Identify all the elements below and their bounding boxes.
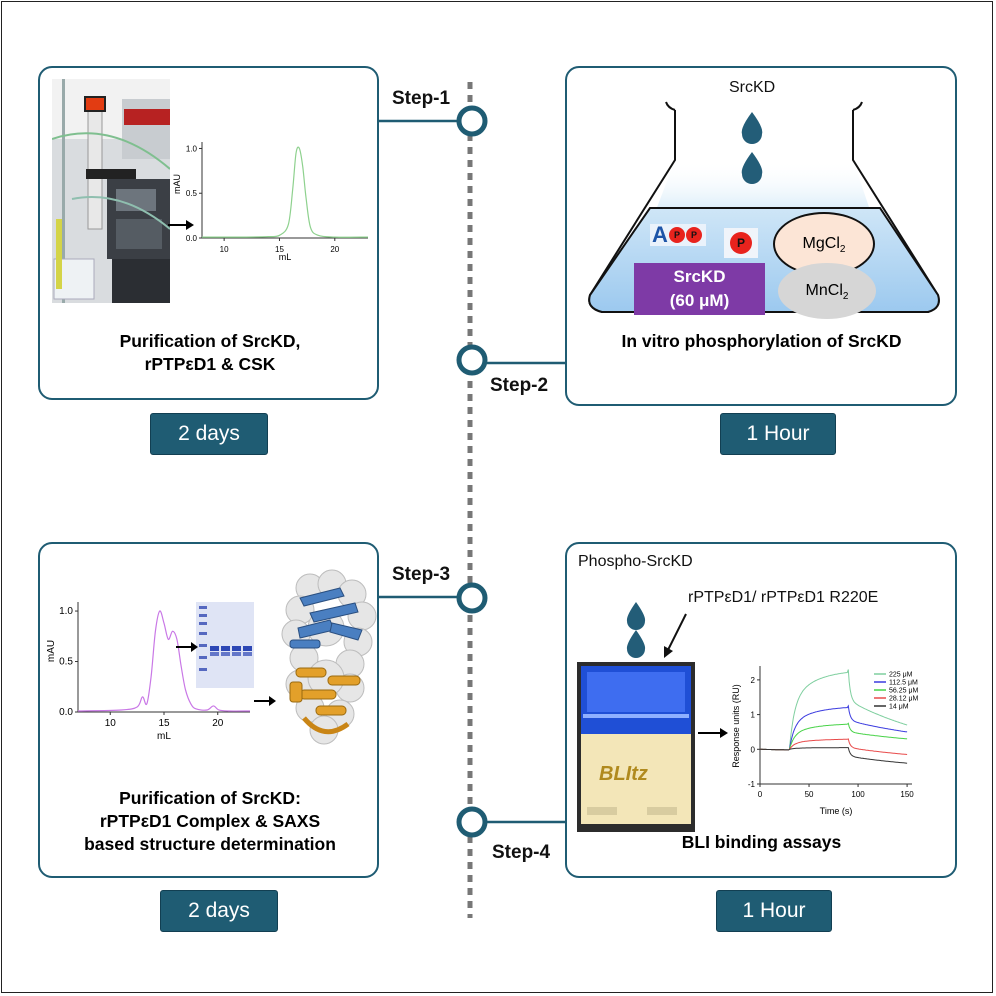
y-axis-label: mAU [172,174,182,194]
drop-icon [741,152,763,184]
panel2-caption: In vitro phosphorylation of SrcKD [621,331,902,351]
srckd-label: SrcKD [673,267,726,286]
arrow-icon [254,696,276,706]
legend-label: 112.5 μM [889,680,918,687]
panel1-caption-line1: Purification of SrcKD, [119,331,301,351]
x-axis-label: mL [157,731,171,742]
y-tick-label: 0 [751,745,756,754]
x-tick-label: 15 [275,245,284,254]
y-axis-label: mAU [46,640,57,662]
y-tick-label: 0.0 [186,234,198,243]
panel2-duration-badge: 1 Hour [720,413,836,455]
sensorgram-line [760,704,908,751]
panel4-protein-label: rPTPεD1/ rPTPεD1 R220E [688,589,879,606]
y-tick-label: -1 [748,780,756,789]
y-tick-label: 2 [751,676,756,685]
sensorgram-line [760,738,908,755]
phosphate-icon: P [730,232,752,254]
arrow-icon [176,642,198,652]
panel1-caption: Purification of SrcKD, rPTPεD1 & CSK [60,330,360,376]
step3-label: Step-3 [392,564,451,585]
mncl2-label: MnCl [805,282,843,299]
panel2-title: SrcKD [729,79,776,96]
panel3-duration-badge: 2 days [160,890,278,932]
sensorgram-line [760,747,908,764]
mgcl2-label: MgCl [802,235,840,252]
panel1-caption-line2: rPTPεD1 & CSK [144,354,276,374]
legend-label: 56.25 μM [889,688,918,695]
drop-icon [626,602,646,630]
x-tick-label: 10 [105,718,117,729]
panel3-caption-line1: Purification of SrcKD: [119,788,301,808]
x-tick-label: 0 [758,790,763,799]
legend-label: 14 μM [889,704,909,711]
blitz-instrument-photo: BLItz [577,662,695,832]
phosphate-box: P [724,228,758,258]
sensorgram-line [760,722,908,751]
y-tick-label: 1.0 [186,144,198,153]
panel3-caption: Purification of SrcKD: rPTPεD1 Complex &… [60,787,360,856]
panel1-duration-badge: 2 days [150,413,268,455]
arrow-icon [698,728,728,738]
arrow-icon [168,220,194,230]
drop-icon [626,630,646,658]
x-tick-label: 100 [851,790,865,799]
chromatogram-chart-2: 0.0 0.5 1.0 10 15 20 mAU mL [46,602,251,742]
y-tick-label: 1.0 [59,606,73,617]
y-axis-label: Response units (RU) [731,684,741,768]
panel4-duration-badge: 1 Hour [716,890,832,932]
panel3-caption-line2: rPTPεD1 Complex & SAXS [99,811,321,831]
mncl2-bubble: MnCl2 [778,263,876,319]
step4-label: Step-4 [492,842,551,863]
srckd-box: SrcKD (60 μM) [634,263,765,315]
y-tick-label: 0.0 [59,707,73,718]
phosphate-icon: P [686,227,702,243]
step3-node [456,582,488,614]
x-tick-label: 15 [158,718,170,729]
x-axis-label: Time (s) [820,806,853,816]
mncl2-subscript: 2 [842,291,849,303]
atp-molecule: A P P [650,222,706,247]
legend-label: 225 μM [889,672,913,679]
y-tick-label: 0.5 [59,657,73,668]
atp-letter: A [652,222,668,247]
step2-label: Step-2 [490,375,549,396]
series-line [77,610,251,712]
mgcl2-subscript: 2 [839,244,846,256]
x-tick-label: 20 [330,245,339,254]
srckd-concentration: (60 μM) [669,291,730,310]
legend-label: 28.12 μM [889,696,918,703]
x-tick-label: 20 [212,718,224,729]
x-tick-label: 10 [220,245,229,254]
x-axis-label: mL [279,252,292,262]
step2-node [456,344,488,376]
y-tick-label: 1 [751,711,756,720]
panel4-title: Phospho-SrcKD [578,553,693,570]
chromatogram-chart-1: 0.0 0.5 1.0 10 15 20 mAU mL [172,142,369,262]
drops-and-arrow [626,602,687,658]
panel4-caption: BLI binding assays [681,832,842,852]
step1-label: Step-1 [392,88,451,109]
x-tick-label: 150 [900,790,914,799]
panel3-caption-line3: based structure determination [84,834,336,854]
sds-page-gel [196,602,254,688]
drop-icon [741,112,763,144]
step1-node [456,105,488,137]
phosphate-icon: P [669,227,685,243]
step4-node [456,806,488,838]
instrument-brand: BLItz [599,763,648,785]
y-tick-label: 0.5 [186,189,198,198]
protein-structure-model [281,569,377,745]
series-line [201,146,369,238]
x-tick-label: 50 [805,790,814,799]
fplc-instrument-photo [52,79,170,303]
